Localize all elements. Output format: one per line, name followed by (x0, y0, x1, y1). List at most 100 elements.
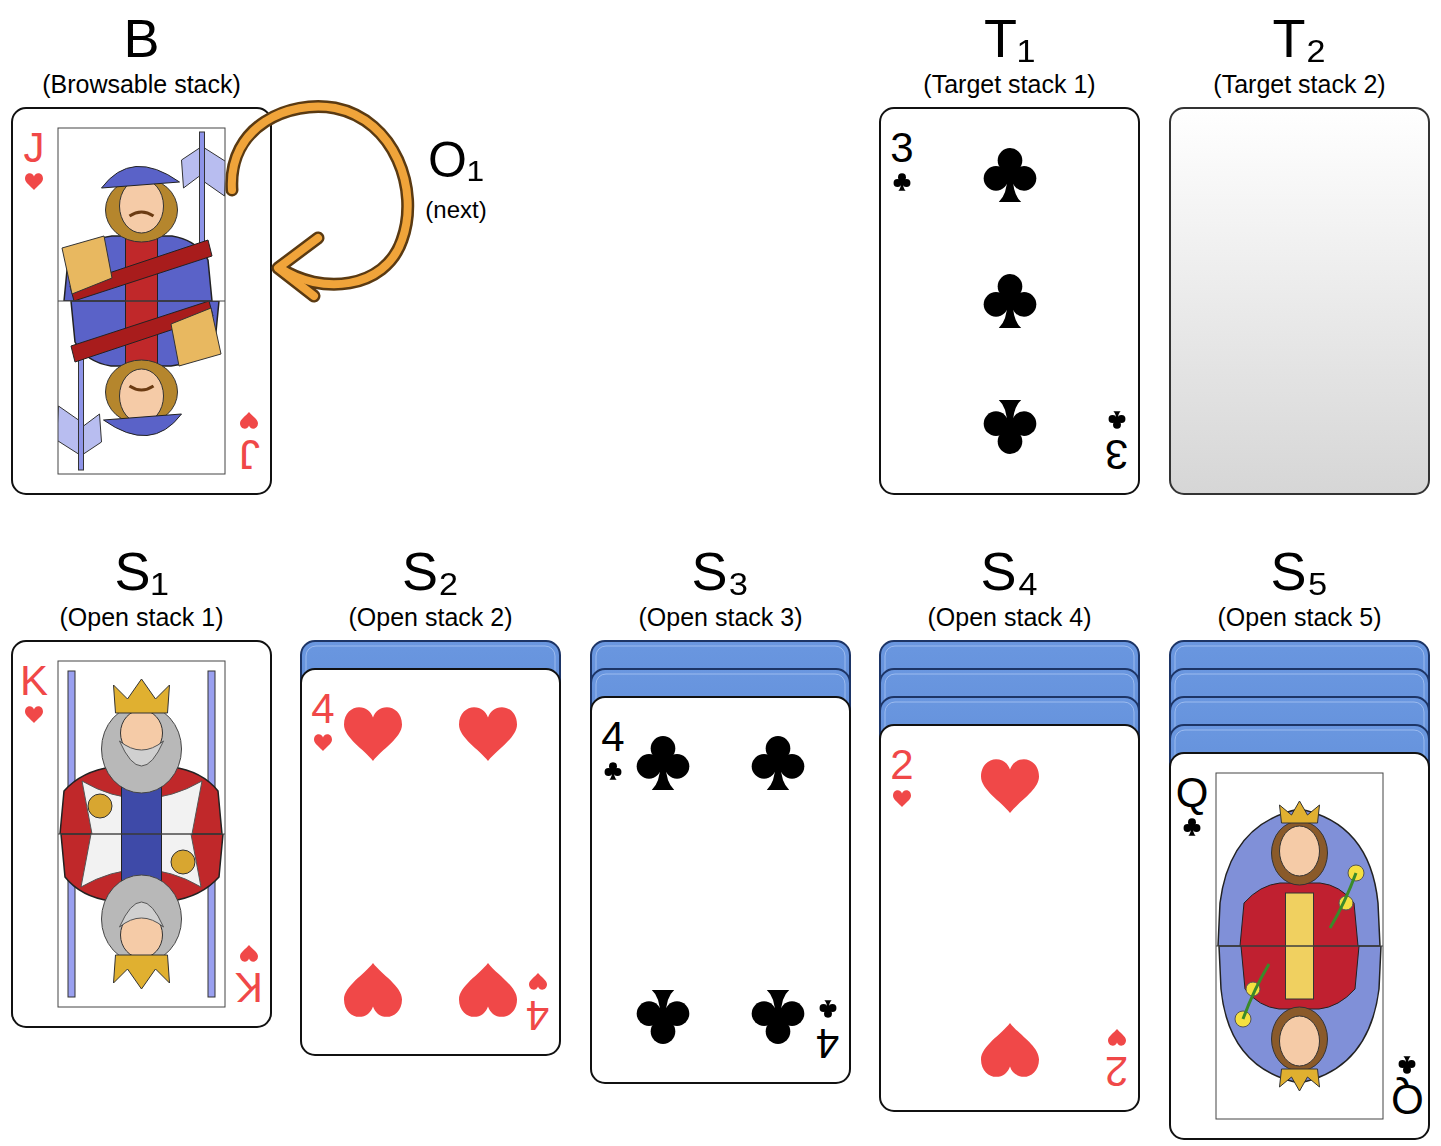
card-rank-inverted: 4 (816, 1021, 839, 1065)
empty-slot-art (1170, 108, 1429, 494)
heart-shape (344, 963, 402, 1017)
heart-shape (893, 790, 911, 807)
stack-subtitle: (Open stack 1) (60, 601, 224, 633)
queen-face (1280, 826, 1320, 876)
king-orb (171, 850, 195, 874)
club-stem (767, 990, 789, 1016)
stack-heading: S₅ (1271, 543, 1329, 599)
heart-shape (25, 173, 43, 190)
card-face (301, 669, 560, 1055)
king-beard (120, 741, 164, 766)
king-beard (120, 902, 164, 927)
king-crown (114, 955, 170, 989)
card-stack (1170, 641, 1429, 1139)
card-stack (1170, 108, 1429, 494)
queen-hair (1272, 1007, 1328, 1071)
club-pip (752, 736, 805, 790)
face-figure (61, 834, 223, 997)
face-frame (1216, 773, 1383, 1119)
arrow-outline (278, 238, 318, 296)
card-stack (880, 641, 1139, 1111)
heart-pip (240, 412, 258, 429)
heart-shape (529, 973, 547, 990)
card-face (591, 697, 850, 1083)
card-rank-inverted: J (239, 432, 260, 476)
card-face (880, 108, 1139, 494)
club-stem (1403, 1056, 1410, 1064)
heart-pip (240, 945, 258, 962)
heart-pip (1108, 1029, 1126, 1046)
club-stem (767, 764, 789, 790)
jack-moustache (130, 386, 154, 390)
club-pip (605, 762, 622, 779)
arrow-body (232, 107, 408, 285)
card-rank: J (24, 126, 45, 170)
heart-shape (240, 945, 258, 962)
face-figure (62, 132, 225, 301)
heart-shape (314, 734, 332, 751)
club-stem (898, 182, 905, 190)
heart-pip (529, 973, 547, 990)
queen-face (1280, 1016, 1320, 1066)
face-midline (58, 301, 225, 302)
face-upper (62, 132, 227, 307)
club-pip (820, 1000, 837, 1017)
jack-shield (62, 236, 112, 294)
queen-stem (1243, 964, 1269, 1019)
halberd-blade (182, 148, 226, 196)
card-rank-inverted: 3 (1105, 432, 1128, 476)
stack-subtitle: (Browsable stack) (42, 68, 241, 100)
empty-slot (1170, 108, 1429, 494)
card-face (12, 641, 271, 1027)
king-crown (114, 679, 170, 713)
heart-shape (240, 412, 258, 429)
stack-subtitle: (Open stack 3) (639, 601, 803, 633)
card-face (880, 725, 1139, 1111)
card-rank: 3 (890, 126, 913, 170)
card-rank-inverted: 4 (526, 993, 549, 1037)
card-stack (12, 641, 271, 1027)
playing-card: S₂(Open stack 2)44 (301, 669, 560, 1055)
jack-hair (106, 360, 178, 424)
club-stem (824, 1000, 831, 1008)
card-face-art (880, 725, 1139, 1111)
heart-pip (344, 963, 402, 1017)
stack-subtitle: (Target stack 2) (1213, 68, 1385, 100)
card-face-art (591, 697, 850, 1083)
operation-caption: (next) (425, 196, 486, 224)
queen-front (1286, 893, 1314, 946)
stack-heading: S₂ (402, 543, 459, 599)
heart-shape (1108, 1029, 1126, 1046)
card-rank: K (20, 659, 48, 703)
club-pip (1109, 411, 1126, 428)
card-rank-inverted: 2 (1105, 1049, 1128, 1093)
stack-heading: S₄ (980, 543, 1038, 599)
queen-cloak (1218, 809, 1380, 946)
king-hair (102, 875, 182, 963)
jack-hair (106, 178, 178, 242)
heart-shape (459, 963, 517, 1017)
heart-pip (459, 963, 517, 1017)
heart-pip (459, 707, 517, 761)
stack-heading: B (123, 10, 159, 66)
card-face-art (1170, 753, 1429, 1139)
club-pip (637, 990, 690, 1044)
face-figure (1219, 946, 1381, 1091)
jack-face (120, 179, 164, 233)
face-lower (61, 832, 223, 997)
card-face (1170, 753, 1429, 1139)
face-upper (60, 671, 222, 836)
face-upper (1218, 801, 1380, 946)
playing-card: B(Browsable stack)JJ (12, 108, 271, 494)
queen-hair (1272, 821, 1328, 885)
playing-card: S₃(Open stack 3)44 (591, 697, 850, 1083)
card-rank: 4 (601, 715, 624, 759)
face-frame (58, 661, 225, 1007)
face-lower (57, 295, 222, 470)
card-face-art (880, 108, 1139, 494)
king-orb (88, 794, 112, 818)
face-figure (1218, 801, 1380, 946)
card-stack (591, 641, 850, 1083)
club-stem (999, 176, 1021, 202)
heart-pip (344, 707, 402, 761)
